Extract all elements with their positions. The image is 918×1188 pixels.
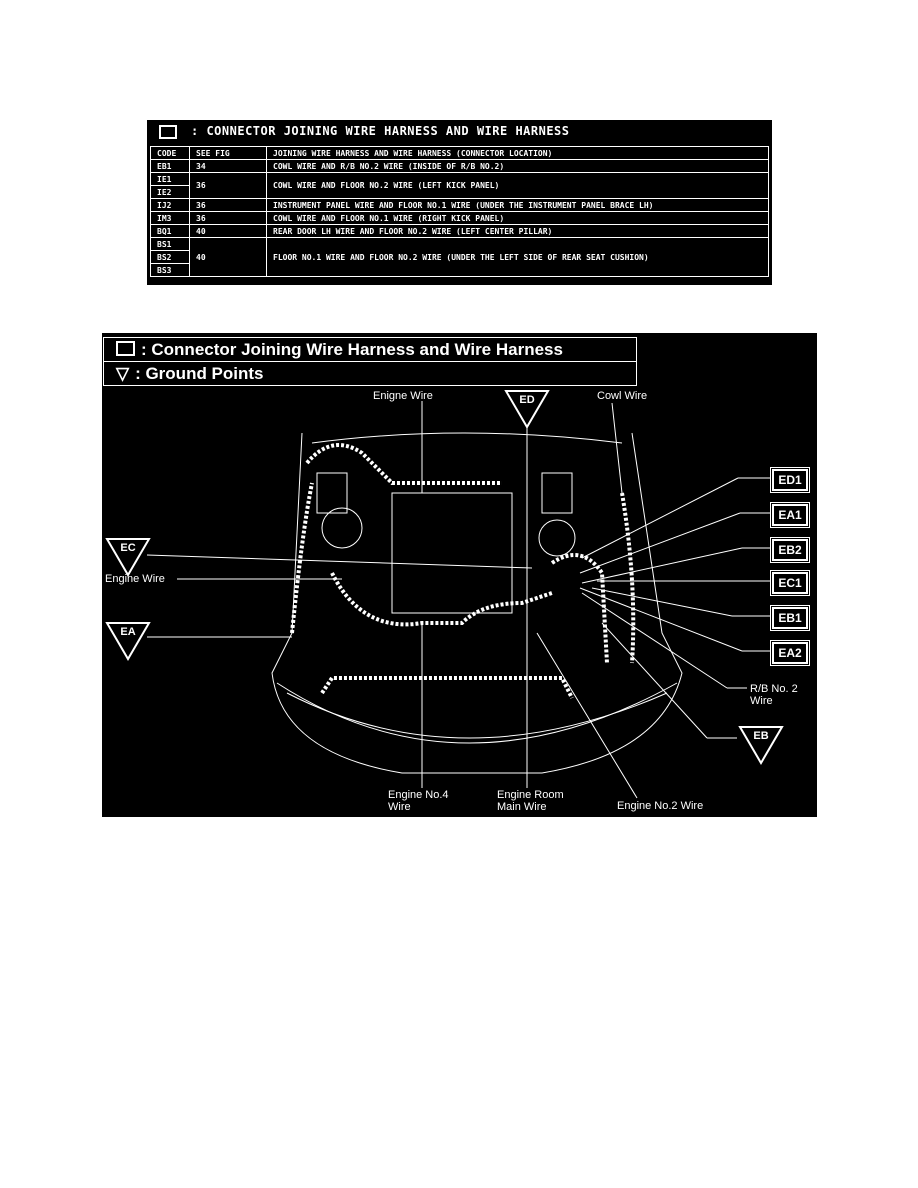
connector-ea2: EA2 bbox=[770, 640, 810, 666]
triangle-icon bbox=[105, 538, 151, 577]
table-title-text: CONNECTOR JOINING WIRE HARNESS AND WIRE … bbox=[206, 124, 570, 138]
header-code: CODE bbox=[150, 146, 190, 160]
code-cell: IE1 bbox=[150, 172, 190, 186]
label-line: Engine Room bbox=[497, 789, 564, 801]
desc-cell: COWL WIRE AND FLOOR NO.1 WIRE (RIGHT KIC… bbox=[266, 211, 769, 225]
fig-cell: 36 bbox=[189, 172, 267, 199]
connector-table: : CONNECTOR JOINING WIRE HARNESS AND WIR… bbox=[147, 120, 772, 285]
connector-eb1: EB1 bbox=[770, 605, 810, 631]
desc-cell: REAR DOOR LH WIRE AND FLOOR NO.2 WIRE (L… bbox=[266, 224, 769, 238]
connector-ed1: ED1 bbox=[770, 467, 810, 493]
code-cell: BQ1 bbox=[150, 224, 190, 238]
code-cell: IM3 bbox=[150, 211, 190, 225]
square-icon bbox=[116, 341, 135, 356]
code-cell: EB1 bbox=[150, 159, 190, 173]
ground-label: EC bbox=[120, 542, 136, 554]
label-line: Wire bbox=[750, 695, 773, 707]
desc-cell: COWL WIRE AND R/B NO.2 WIRE (INSIDE OF R… bbox=[266, 159, 769, 173]
ground-label: EB bbox=[753, 730, 769, 742]
label-line: Engine No.4 bbox=[388, 789, 449, 801]
connector-ea1: EA1 bbox=[770, 502, 810, 528]
ground-label: EA bbox=[120, 626, 136, 638]
ground-label: ED bbox=[519, 394, 535, 406]
code-cell: BS2 bbox=[150, 250, 190, 264]
connector-ec1: EC1 bbox=[770, 570, 810, 596]
triangle-icon bbox=[738, 726, 784, 765]
table-row: BS3 bbox=[150, 263, 769, 277]
desc-cell: FLOOR NO.1 WIRE AND FLOOR NO.2 WIRE (UND… bbox=[266, 237, 769, 277]
legend-ground: ▽ : Ground Points bbox=[104, 361, 636, 385]
fig-cell: 40 bbox=[189, 224, 267, 238]
label-line: Wire bbox=[388, 801, 411, 813]
fig-cell: 36 bbox=[189, 198, 267, 212]
label-cowl-wire: Cowl Wire bbox=[597, 390, 648, 402]
connector-eb2: EB2 bbox=[770, 537, 810, 563]
code-cell: IE2 bbox=[150, 185, 190, 199]
label-engine-no2-wire: Engine No.2 Wire bbox=[617, 800, 704, 812]
legend-connector: : Connector Joining Wire Harness and Wir… bbox=[104, 338, 636, 361]
triangle-icon: ▽ bbox=[116, 364, 130, 383]
fig-cell: 36 bbox=[189, 211, 267, 225]
fig-cell: 40 bbox=[189, 237, 267, 277]
legend: : Connector Joining Wire Harness and Wir… bbox=[103, 337, 637, 386]
triangle-icon bbox=[105, 622, 151, 661]
legend-ground-text: : Ground Points bbox=[135, 364, 264, 383]
ground-ec: EC bbox=[105, 537, 151, 577]
fig-cell: 34 bbox=[189, 159, 267, 173]
triangle-icon bbox=[504, 390, 550, 429]
desc-cell: COWL WIRE AND FLOOR NO.2 WIRE (LEFT KICK… bbox=[266, 172, 769, 199]
label-line: R/B No. 2 bbox=[750, 683, 798, 695]
desc-cell: INSTRUMENT PANEL WIRE AND FLOOR NO.1 WIR… bbox=[266, 198, 769, 212]
ground-eb: EB bbox=[738, 725, 784, 765]
ground-ea: EA bbox=[105, 621, 151, 661]
label-engine-wire: Engine Wire bbox=[105, 573, 165, 585]
legend-connector-text: : Connector Joining Wire Harness and Wir… bbox=[141, 340, 563, 359]
label-enigne-wire: Enigne Wire bbox=[373, 390, 433, 402]
code-cell: IJ2 bbox=[150, 198, 190, 212]
square-icon bbox=[159, 124, 177, 139]
engine-bay-illustration bbox=[146, 401, 770, 799]
header-desc: JOINING WIRE HARNESS AND WIRE HARNESS (C… bbox=[266, 146, 769, 160]
code-cell: BS1 bbox=[150, 237, 190, 251]
label-line: Main Wire bbox=[497, 801, 547, 813]
code-cell: BS3 bbox=[150, 263, 190, 277]
ground-ed: ED bbox=[504, 389, 550, 429]
table-title: : CONNECTOR JOINING WIRE HARNESS AND WIR… bbox=[159, 124, 570, 139]
engine-room-diagram: : Connector Joining Wire Harness and Wir… bbox=[102, 333, 817, 817]
header-fig: SEE FIG bbox=[189, 146, 267, 160]
